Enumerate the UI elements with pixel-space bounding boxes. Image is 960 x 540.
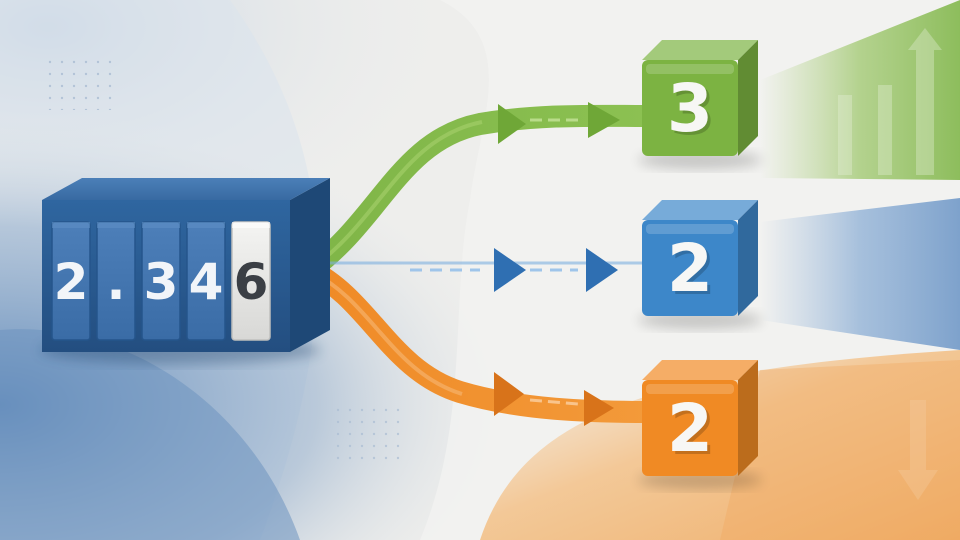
cube-value: 2 xyxy=(667,390,713,467)
svg-text:2: 2 xyxy=(670,393,716,470)
digit-slot-highlighted: 6 xyxy=(231,221,271,341)
digit-slot: 3 xyxy=(141,221,181,341)
svg-text:2: 2 xyxy=(670,233,716,310)
output-cube: 33 xyxy=(638,40,762,169)
cube-value: 3 xyxy=(667,70,713,147)
digit-text: 3 xyxy=(144,253,179,311)
blue-arrow xyxy=(310,248,650,292)
cube-value: 2 xyxy=(667,230,713,307)
output-cube: 22 xyxy=(638,360,762,489)
digit-slot: 4 xyxy=(186,221,226,341)
down-arrow-icon xyxy=(898,400,938,500)
green-arrow xyxy=(303,102,651,279)
bar-chart-icon xyxy=(838,28,942,175)
output-cube: 22 xyxy=(638,200,762,329)
digit-text: 4 xyxy=(189,253,224,311)
svg-text:3: 3 xyxy=(670,73,716,150)
digit-slot: 2 xyxy=(51,221,91,341)
orange-arrow xyxy=(304,260,651,426)
digit-text: 6 xyxy=(234,253,269,311)
digit-text: . xyxy=(107,253,126,311)
digit-text: 2 xyxy=(54,253,89,311)
digit-slot: . xyxy=(96,221,136,341)
